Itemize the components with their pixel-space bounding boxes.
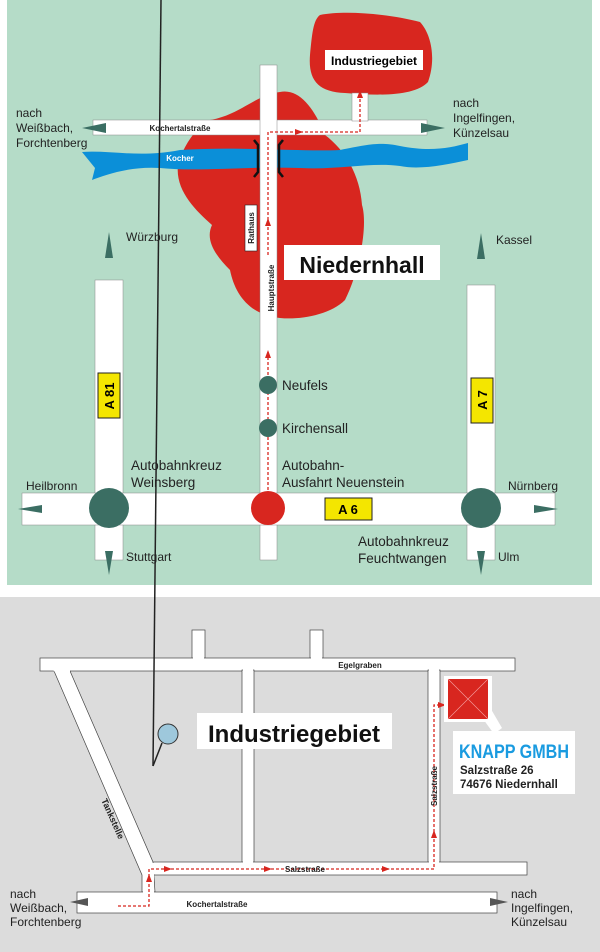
junction-weinsberg [89, 488, 129, 528]
town-label-box [284, 245, 440, 280]
place-ausfahrt-neuenstein: Autobahn- Ausfahrt Neuenstein [282, 458, 404, 490]
town-label: Niedernhall [299, 252, 424, 278]
overview-map: Kocher [7, 0, 592, 585]
arrow-east-icon [534, 505, 558, 513]
dest-wuerzburg: Würzburg [126, 230, 178, 244]
road-label-salzstrasse: Salzstraße [285, 865, 326, 874]
dest-east-label: nach Ingelfingen, Künzelsau [511, 887, 576, 929]
bridge-icon [277, 139, 284, 178]
rathaus-box [244, 204, 258, 252]
sign-a7 [470, 377, 494, 424]
dest-stuttgart: Stuttgart [126, 550, 172, 564]
dest-nuernberg: Nürnberg [508, 479, 558, 493]
company-logo: KNAPP GMBH [459, 742, 569, 763]
road-stub [309, 629, 324, 661]
company-street: Salzstraße 26 [460, 765, 534, 777]
dest-heilbronn: Heilbronn [26, 479, 77, 493]
place-kreuz-weinsberg: Autobahnkreuz Weinsberg [131, 458, 226, 490]
dest-west-label: nach Weißbach, Forchtenberg [10, 887, 81, 929]
sign-a81 [97, 372, 121, 419]
arrow-west-icon [82, 123, 106, 133]
arrow-east-icon [421, 123, 445, 133]
arrow-east-icon [490, 898, 508, 906]
road-kochertalstrasse-detail [76, 891, 498, 914]
dest-west-label: nach Weißbach, Forchtenberg [16, 106, 87, 150]
company-card [453, 731, 575, 794]
magnifier-icon [157, 723, 179, 745]
road-label-egelgraben: Egelgraben [338, 661, 382, 670]
road-label-kochertal: Kochertalstraße [187, 900, 248, 909]
place-neufels: Neufels [282, 378, 328, 393]
place-neufels-marker [259, 376, 277, 394]
sign-a6 [324, 497, 373, 521]
industrial-label: Industriegebiet [331, 54, 417, 68]
road-egelgraben [39, 657, 516, 672]
sign-a7-label: A 7 [475, 390, 490, 410]
junction-feuchtwangen [461, 488, 501, 528]
place-kreuz-feuchtwangen: Autobahnkreuz Feuchtwangen [358, 534, 453, 566]
river-label: Kocher [166, 154, 194, 163]
company-city: 74676 Niedernhall [460, 779, 558, 791]
bridge-icon [253, 139, 260, 178]
place-kirchensall-marker [259, 419, 277, 437]
arrow-south-icon [105, 551, 113, 575]
road-label-haupt: Hauptstraße [267, 264, 276, 311]
rathaus-label: Rathaus [247, 212, 256, 244]
dest-east-label: nach Ingelfingen, Künzelsau [453, 96, 518, 140]
arrow-south-icon [477, 551, 485, 575]
dest-kassel: Kassel [496, 233, 532, 247]
arrow-west-icon [70, 898, 88, 906]
place-kirchensall: Kirchensall [282, 421, 348, 436]
magnifier-handle [152, 0, 162, 767]
road-hauptstrasse [259, 64, 278, 561]
detail-title: Industriegebiet [208, 721, 380, 748]
route-line [267, 96, 361, 255]
road-stub [191, 629, 206, 661]
detail-title-box [197, 713, 392, 749]
arrow-north-icon [105, 232, 113, 258]
route-line [118, 704, 446, 907]
road-middle [241, 669, 255, 865]
road-label-kochertal: Kochertalstraße [150, 124, 211, 133]
arrow-west-icon [18, 505, 42, 513]
industrial-label-box [325, 50, 423, 70]
junction-neuenstein [251, 491, 285, 525]
road-label-salzstrasse-vertical: Salzstraße [430, 765, 439, 806]
arrow-north-icon [477, 233, 485, 259]
building-cross-icon [447, 678, 489, 720]
sign-a6-label: A 6 [338, 502, 358, 517]
sign-a81-label: A 81 [102, 383, 117, 410]
dest-ulm: Ulm [498, 550, 519, 564]
